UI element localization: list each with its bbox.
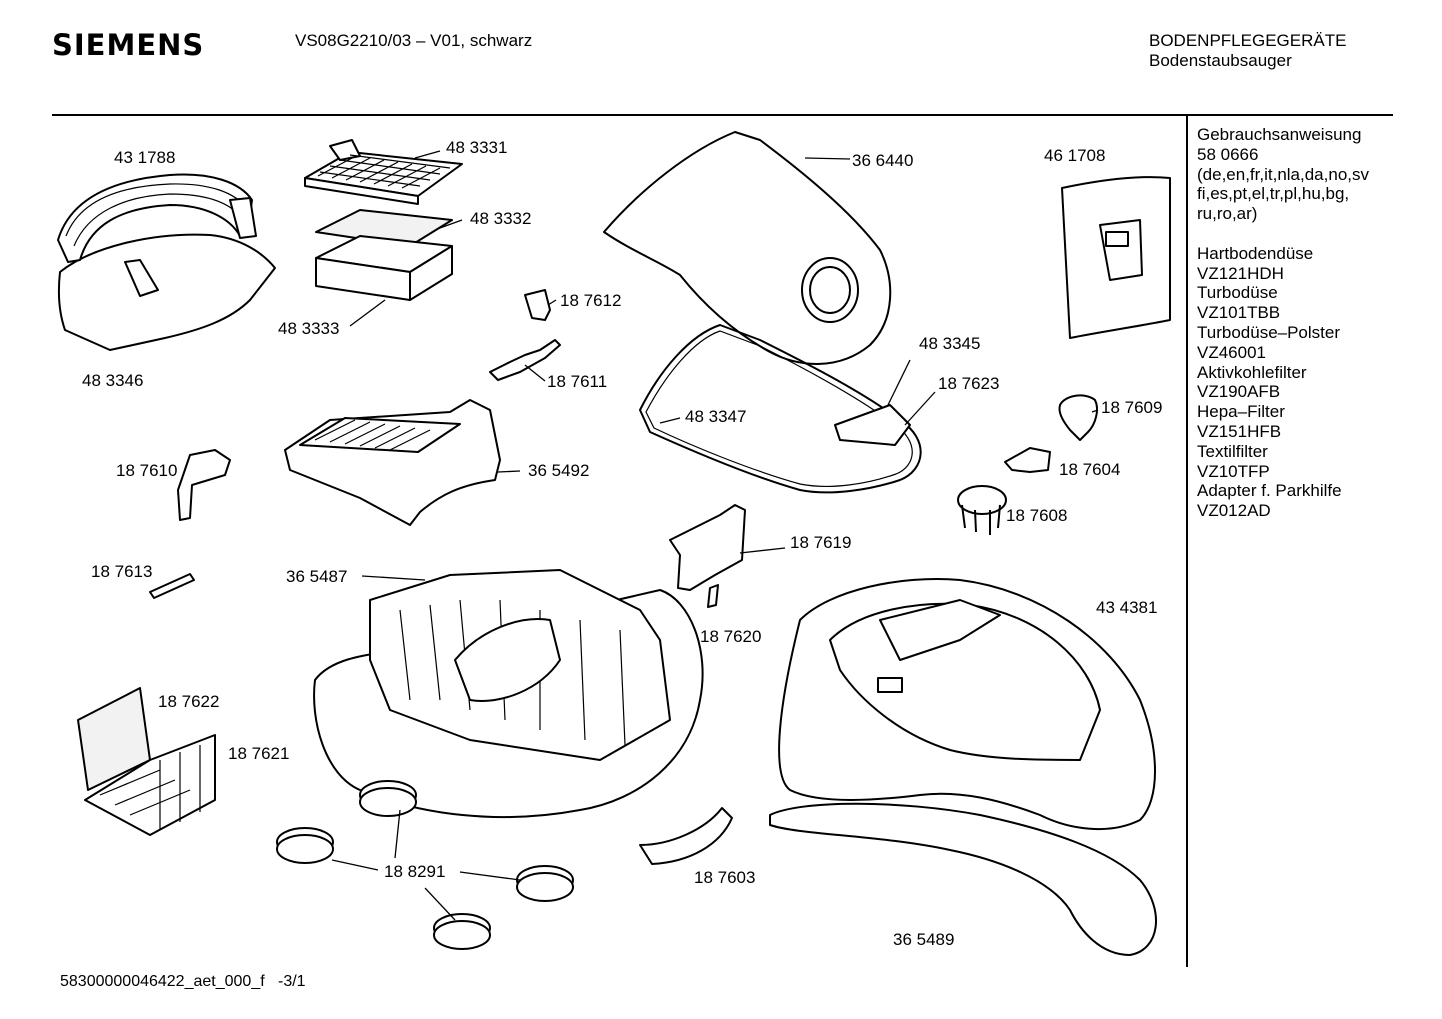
part-grille-187608 [957, 485, 1007, 535]
accessory-line: VZ46001 [1197, 342, 1266, 362]
part-clip-187620 [707, 584, 719, 608]
part-clip-187604 [1004, 447, 1051, 473]
accessory-line: VZ151HFB [1197, 421, 1282, 441]
accessory-line: Textilfilter [1197, 441, 1268, 461]
part-label: 36 5489 [893, 930, 955, 949]
part-label: 36 5487 [286, 567, 348, 586]
accessory-line: Turbodüse–Polster [1197, 322, 1341, 342]
part-label: 36 6440 [852, 151, 914, 170]
part-label: 48 3345 [919, 334, 981, 353]
part-hook-187610 [177, 449, 231, 521]
part-bracket-187619 [669, 504, 746, 591]
subcategory-title: Bodenstaubsauger [1149, 51, 1292, 70]
part-label: 18 8291 [384, 862, 446, 881]
part-label: 18 7623 [938, 374, 1000, 393]
part-label: 18 7611 [547, 372, 608, 391]
part-label: 18 7608 [1006, 506, 1068, 525]
header-divider [52, 114, 1393, 116]
part-label: 48 3333 [278, 319, 340, 338]
part-latch [834, 404, 911, 446]
part-label: 48 3346 [82, 371, 144, 390]
accessory-line: VZ190AFB [1197, 382, 1281, 402]
part-handle-frame [57, 173, 276, 351]
accessory-line: Adapter f. Parkhilfe [1197, 481, 1342, 501]
part-mesh-filter [77, 687, 216, 836]
part-label: 18 7609 [1101, 398, 1163, 417]
page-number: -3/1 [278, 973, 306, 990]
part-label: 43 1788 [114, 148, 176, 167]
accessory-line: VZ101TBB [1197, 303, 1281, 323]
brand-logo: SIEMENS [52, 28, 205, 62]
part-label: 46 1708 [1044, 146, 1106, 165]
part-label: 48 3331 [446, 138, 508, 157]
part-upper-housing [778, 578, 1156, 830]
part-pin-187613 [149, 573, 195, 599]
part-label: 18 7612 [560, 291, 622, 310]
part-dust-bag [1061, 176, 1171, 339]
part-bumper-segment [639, 807, 733, 865]
part-cover-seal [639, 324, 922, 494]
part-top-cover [603, 131, 892, 365]
sidebar-divider [1186, 116, 1188, 967]
model-designation: VS08G2210/03 – V01, schwarz [295, 31, 533, 50]
part-base-housing [313, 569, 704, 819]
part-label: 18 7610 [116, 461, 178, 480]
accessory-line: fi,es,pt,el,tr,pl,hu,bg, [1197, 184, 1350, 204]
part-label: 36 5492 [528, 461, 590, 480]
accessory-line: (de,en,fr,it,nla,da,no,sv [1197, 164, 1369, 184]
accessories-list: Gebrauchsanweisung 58 0666 (de,en,fr,it,… [1197, 125, 1369, 521]
accessory-line: Aktivkohlefilter [1197, 362, 1307, 382]
accessory-line: Gebrauchsanweisung [1197, 125, 1362, 144]
footer: 58300000046422_aet_000_f -3/1 [60, 973, 306, 991]
part-filter-housing [284, 399, 501, 526]
accessory-line: Hepa–Filter [1197, 402, 1285, 422]
part-filter-stack [304, 139, 463, 301]
part-castor-wheels [276, 780, 574, 950]
part-label: 43 4381 [1096, 598, 1158, 617]
part-lever-187611 [489, 339, 561, 381]
part-label: 18 7613 [91, 562, 153, 581]
part-label: 18 7622 [158, 692, 220, 711]
part-label: 18 7619 [790, 533, 852, 552]
document-id: 58300000046422_aet_000_f [60, 973, 265, 990]
part-label: 48 3347 [685, 407, 747, 426]
accessory-line: Hartbodendüse [1197, 243, 1314, 263]
accessory-line: VZ121HDH [1197, 263, 1284, 283]
accessory-line: VZ10TFP [1197, 461, 1270, 481]
accessory-line: Turbodüse [1197, 283, 1278, 303]
leader-lines [331, 150, 1099, 921]
accessory-line: 58 0666 [1197, 144, 1259, 164]
part-label: 48 3332 [470, 209, 532, 228]
part-label: 18 7620 [700, 627, 762, 646]
part-label: 18 7604 [1059, 460, 1121, 479]
accessory-line: ru,ro,ar) [1197, 204, 1258, 224]
part-label: 18 7603 [694, 868, 756, 887]
category-title: BODENPFLEGEGERÄTE [1149, 31, 1347, 50]
part-clip-187612 [524, 289, 551, 321]
part-bumper [769, 802, 1157, 956]
accessory-line: VZ012AD [1197, 501, 1271, 521]
part-filter-cap-187609 [1058, 394, 1098, 441]
part-label: 18 7621 [228, 744, 290, 763]
